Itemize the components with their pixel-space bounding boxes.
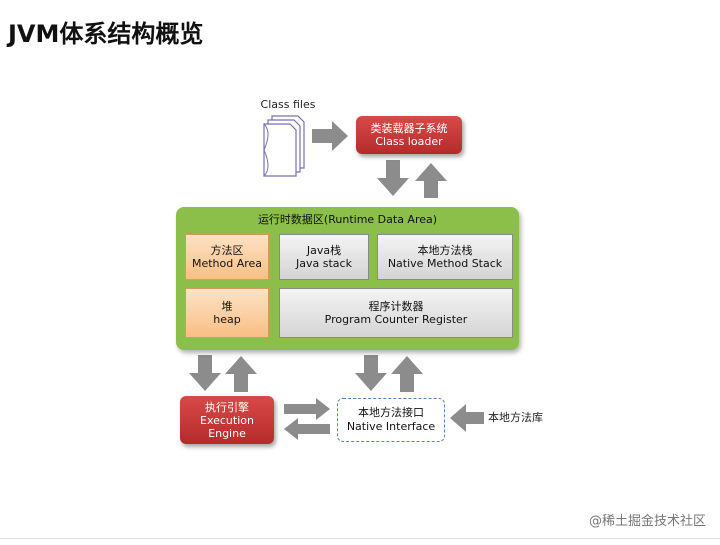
java-stack-en: Java stack xyxy=(296,257,352,270)
arrow-left-icon xyxy=(450,404,484,432)
arrow-up-icon xyxy=(225,356,257,392)
native-method-stack-cell: 本地方法栈 Native Method Stack xyxy=(377,234,513,280)
method-area-en: Method Area xyxy=(191,257,263,270)
execution-engine-cn: 执行引擎 xyxy=(205,400,249,414)
native-method-stack-en: Native Method Stack xyxy=(387,257,503,270)
pc-register-en: Program Counter Register xyxy=(324,313,468,326)
pc-register-cn: 程序计数器 xyxy=(368,300,424,313)
arrow-up-icon xyxy=(391,356,423,392)
arrow-up-icon xyxy=(415,163,447,198)
arrow-right-icon xyxy=(284,398,330,420)
page-title: JVM体系结构概览 xyxy=(8,20,204,48)
runtime-data-area-title: 运行时数据区(Runtime Data Area) xyxy=(257,213,438,226)
pc-register-cell: 程序计数器 Program Counter Register xyxy=(279,288,513,338)
bottom-divider xyxy=(0,538,720,539)
document-stack-icon xyxy=(263,115,305,177)
arrow-down-icon xyxy=(189,355,221,391)
heap-en: heap xyxy=(213,313,241,326)
native-method-stack-cn: 本地方法栈 xyxy=(417,244,473,257)
method-area-cn: 方法区 xyxy=(210,244,244,257)
execution-engine-en2: Engine xyxy=(208,426,246,440)
class-loader-box: 类装载器子系统 Class loader xyxy=(356,116,462,154)
runtime-data-area: 运行时数据区(Runtime Data Area) 方法区 Method Are… xyxy=(176,207,519,350)
class-files-label: Class files xyxy=(260,98,316,111)
java-stack-cn: Java栈 xyxy=(306,244,342,257)
method-area-cell: 方法区 Method Area xyxy=(185,234,269,280)
heap-cell: 堆 heap xyxy=(185,288,269,338)
execution-engine-en1: Execution xyxy=(200,413,254,427)
arrow-left-icon xyxy=(284,418,330,440)
watermark: @稀土掘金技术社区 xyxy=(588,514,706,529)
class-loader-en: Class loader xyxy=(375,135,443,148)
class-loader-cn: 类装载器子系统 xyxy=(370,122,448,135)
execution-engine-box: 执行引擎 Execution Engine xyxy=(180,396,274,444)
native-library-label: 本地方法库 xyxy=(488,411,543,424)
arrow-down-icon xyxy=(355,355,387,391)
native-interface-en: Native Interface xyxy=(346,420,436,433)
arrow-right-icon xyxy=(312,121,348,151)
heap-cn: 堆 xyxy=(221,300,233,313)
native-interface-box: 本地方法接口 Native Interface xyxy=(337,398,445,442)
arrow-down-icon xyxy=(377,160,409,196)
java-stack-cell: Java栈 Java stack xyxy=(279,234,369,280)
native-interface-cn: 本地方法接口 xyxy=(358,406,424,419)
